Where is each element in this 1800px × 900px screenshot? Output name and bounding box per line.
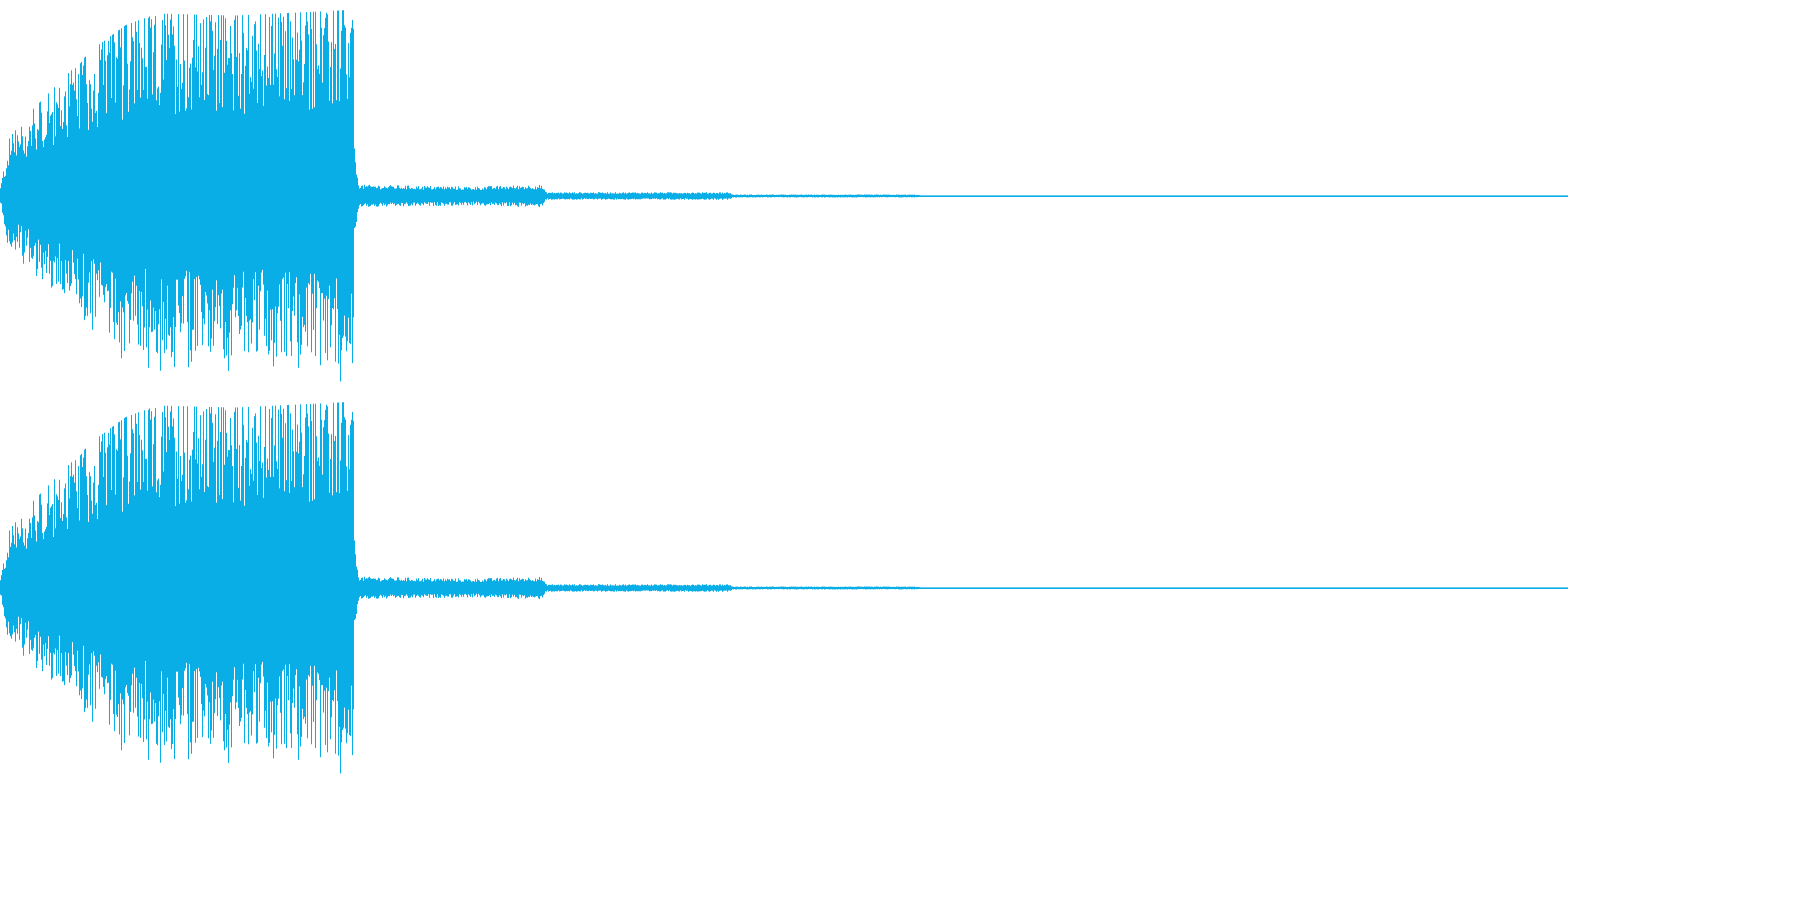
channel-right-waveform [0, 402, 1568, 774]
channel-left-waveform [0, 10, 1568, 382]
